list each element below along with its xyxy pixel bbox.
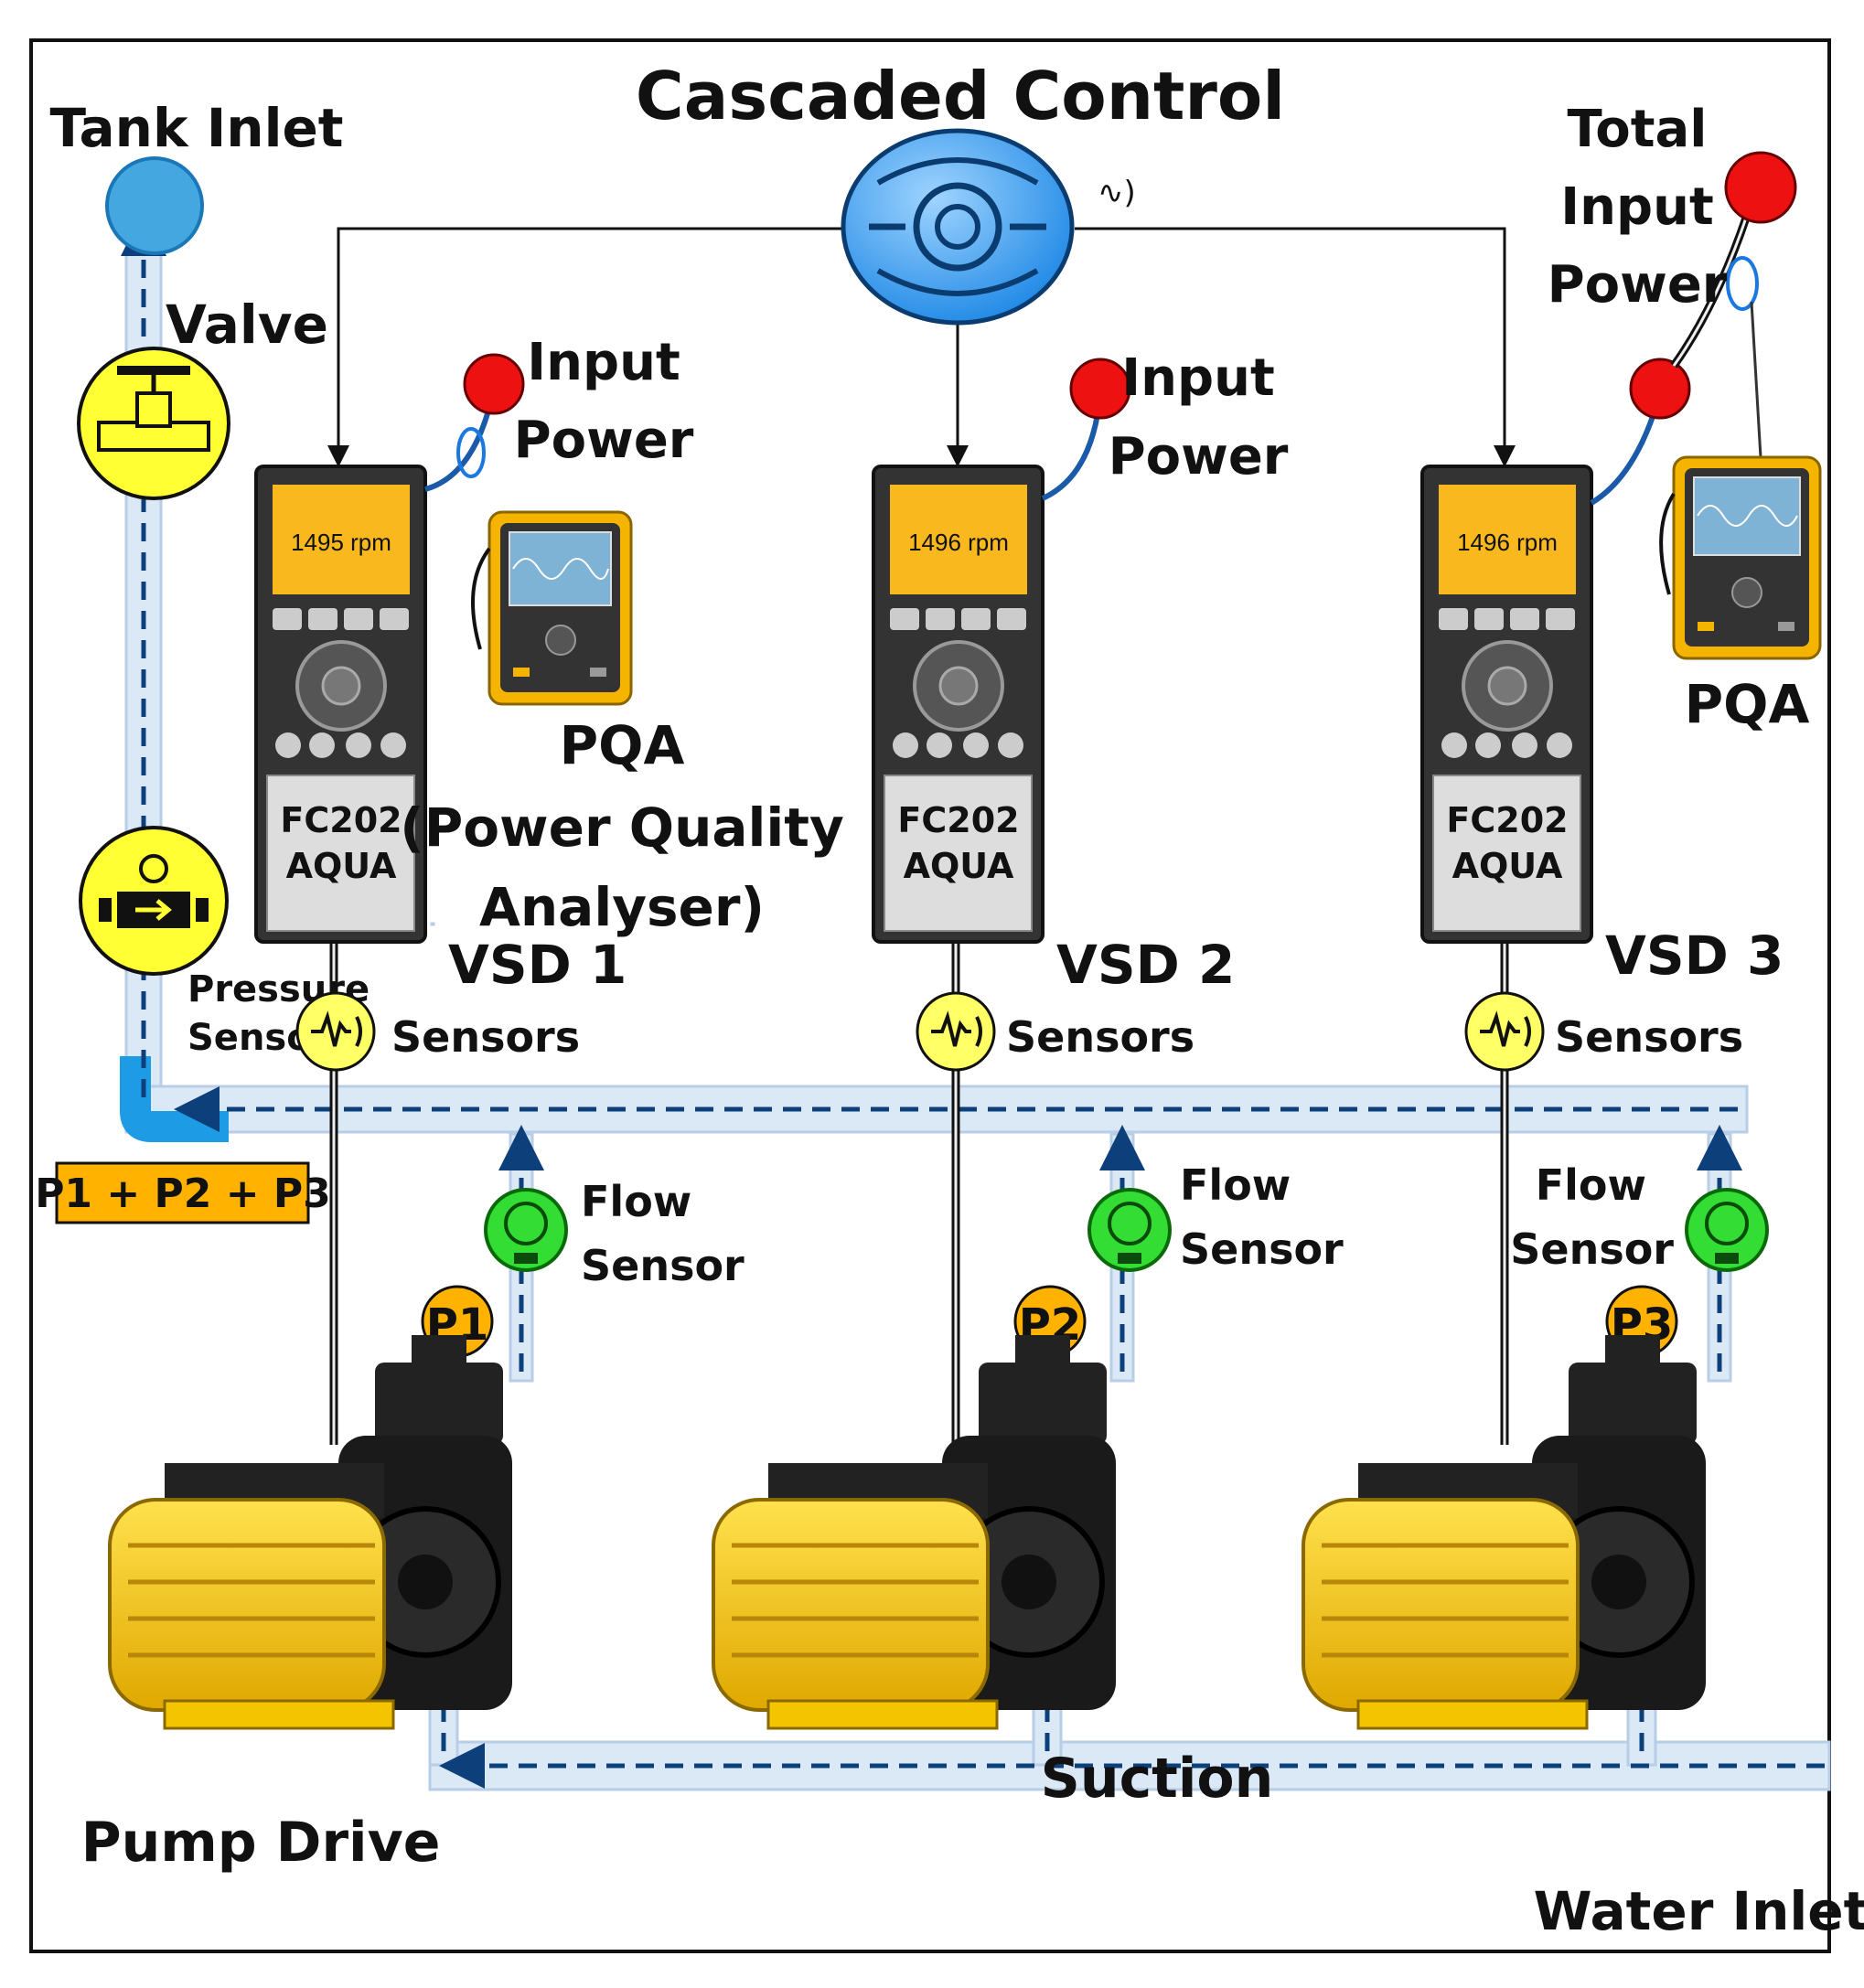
rpm-readout: 1496 rpm [908,529,1009,556]
valve-icon [77,347,230,500]
flow-sensor-1-line-2: Sensor [581,1241,745,1290]
flow-sensor-3-line-2: Sensor [1510,1224,1674,1274]
rpm-readout: 1496 rpm [1457,529,1558,556]
pqa-short-label: PQA [1685,673,1810,735]
input-power-2-line-1: Input [1121,348,1274,408]
input-power-2-line-2: Power [1109,427,1289,486]
sensors-label-3: Sensors [1555,1012,1743,1062]
vsd-model-line-1: FC202 [897,800,1019,840]
tank-inlet-icon [105,156,204,255]
power-plug-icon [1629,358,1691,420]
vsd-model-line-2: AQUA [904,846,1014,886]
vsd-lcd [890,485,1027,594]
tank-inlet-label: Tank Inlet [49,97,343,159]
sensor-icon-2 [916,991,996,1072]
pqa-device-2 [1659,455,1822,660]
vsd-unit-1: 1495 rpm FC202 AQUA [254,465,427,944]
input-power-2 [1041,358,1131,501]
pqa-full-label-1: PQA [560,714,685,776]
flow-sensor-2-line-2: Sensor [1180,1224,1344,1274]
flow-sensor-2-line-1: Flow [1180,1160,1291,1210]
flow-sensor-icon-3 [1685,1188,1769,1272]
pqa-full-label-2: (Power Quality [400,796,844,859]
vsd-model-line-2: AQUA [1452,846,1563,886]
pressure-sensor-icon [79,826,229,976]
rpm-readout: 1495 rpm [291,529,391,556]
flow-sensor-icon-1 [484,1188,568,1272]
cascaded-controller-icon: ∿) [841,128,1136,326]
water-inlet-label: Water Inlet [1534,1880,1864,1942]
flow-sensor-icon-2 [1087,1188,1172,1272]
total-input-power-line-1: Total [1568,100,1708,159]
total-input-power [1590,151,1797,506]
vsd-unit-2: 1496 rpm FC202 AQUA [872,465,1044,944]
sensor-icon-3 [1464,991,1545,1072]
title: Cascaded Control [636,58,1285,134]
suction-header-pipe [428,1740,1831,1791]
vsd-lcd [273,485,410,594]
sensor-icon-1 [295,991,376,1072]
power-plug-icon [1069,358,1131,420]
total-input-power-line-2: Input [1560,177,1713,237]
pipe-elbow [120,1056,229,1142]
sum-box [55,1161,310,1224]
valve-label: Valve [166,294,328,356]
diagram-border [29,38,1831,1953]
suction-label: Suction [1041,1747,1274,1811]
vsd-model-line-1: FC202 [280,800,402,840]
vsd1-label: VSD 1 [448,934,627,996]
input-power-1-line-1: Input [527,333,680,392]
vsd3-label: VSD 3 [1605,925,1784,987]
pqa-full-label-3: Analyser) [479,876,765,938]
power-plug-icon [463,353,525,415]
sum-label: P1 + P2 + P3 [35,1170,331,1217]
flow-sensor-3-line-1: Flow [1536,1160,1646,1210]
vsd2-label: VSD 2 [1056,934,1235,996]
input-power-1-line-2: Power [514,411,694,470]
vsd-lcd [1439,485,1576,594]
input-power-1 [424,353,525,492]
vsd-model-line-2: AQUA [286,846,397,886]
sensors-label-1: Sensors [391,1012,580,1062]
pump-3 [1302,1335,1706,1730]
pump-drive-label: Pump Drive [81,1811,441,1875]
flow-sensor-1-line-1: Flow [581,1177,691,1226]
pqa-device-1 [471,510,633,706]
pump-1 [108,1335,512,1730]
total-input-power-line-3: Power [1548,255,1728,315]
vsd-model-line-1: FC202 [1446,800,1568,840]
power-plug-icon [1724,151,1797,224]
sensors-label-2: Sensors [1006,1012,1194,1062]
pump-2 [712,1335,1116,1730]
vsd-unit-3: 1496 rpm FC202 AQUA [1420,465,1593,944]
wireless-signal-icon: ∿) [1098,175,1136,211]
